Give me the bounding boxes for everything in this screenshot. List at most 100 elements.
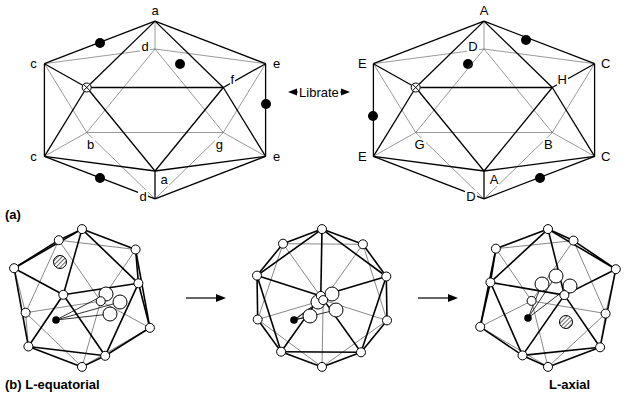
hatched-atom xyxy=(54,256,67,269)
front-edge xyxy=(257,276,281,352)
vertex-label: d xyxy=(140,40,149,53)
vertex-label: A xyxy=(479,4,490,17)
icosahedron xyxy=(476,225,621,372)
front-edge xyxy=(14,268,28,346)
front-edge xyxy=(484,88,552,172)
step-arrow-line xyxy=(186,297,218,298)
atom-dot xyxy=(175,59,185,69)
crossed-atom xyxy=(82,83,91,92)
front-edge xyxy=(28,295,63,347)
back-edge xyxy=(484,21,485,49)
bond-line xyxy=(56,314,110,320)
front-edge xyxy=(28,347,105,356)
front-edge xyxy=(155,88,223,172)
vertex-label: C xyxy=(600,57,611,70)
ligand-atom xyxy=(113,295,127,309)
front-edge xyxy=(87,21,155,87)
front-edge xyxy=(154,171,155,199)
vertex-atom xyxy=(54,236,63,245)
front-edge xyxy=(594,64,595,157)
arrow-head xyxy=(288,89,297,96)
vertex-label: E xyxy=(357,57,368,70)
front-edge xyxy=(136,250,150,328)
panel-label: (a) xyxy=(4,208,22,221)
back-edge xyxy=(484,49,552,133)
icosahedron xyxy=(253,225,392,372)
front-edge xyxy=(600,269,616,347)
vertex-atom xyxy=(358,240,367,249)
front-edge xyxy=(574,241,616,270)
back-edge xyxy=(258,320,322,367)
vertex-atom xyxy=(131,245,140,254)
vertex-atom xyxy=(544,225,553,234)
back-edge xyxy=(82,301,101,367)
front-edge xyxy=(82,229,138,283)
front-edge xyxy=(484,21,552,87)
vertex-label: E xyxy=(357,150,368,163)
vertex-label: a xyxy=(150,4,159,17)
front-edge xyxy=(44,21,155,64)
back-edge xyxy=(26,313,82,367)
vertex-atom xyxy=(78,225,87,234)
metal-atom xyxy=(524,314,532,322)
front-edge xyxy=(155,21,266,64)
front-edge xyxy=(416,21,484,87)
vertex-atom xyxy=(10,264,19,273)
back-edge xyxy=(283,243,363,245)
front-edge xyxy=(552,64,594,88)
back-edge xyxy=(532,301,548,367)
bond-line xyxy=(528,276,556,318)
ligand-atom xyxy=(103,307,117,321)
vertex-atom xyxy=(319,296,328,305)
metal-atom xyxy=(52,316,60,324)
front-edge xyxy=(138,283,150,328)
vertex-atom xyxy=(544,362,553,371)
front-edge xyxy=(361,277,386,353)
vertex-atom xyxy=(318,362,327,371)
vertex-label: a xyxy=(159,173,168,186)
step-arrow-line xyxy=(418,297,450,298)
front-edge xyxy=(321,296,361,352)
front-edge xyxy=(523,347,601,355)
back-edge xyxy=(44,133,86,157)
vertex-label: G xyxy=(414,138,426,151)
vertex-atom xyxy=(24,342,33,351)
front-edge xyxy=(322,229,386,276)
front-edge xyxy=(484,156,595,199)
static-art xyxy=(95,35,545,302)
front-edge xyxy=(155,156,266,199)
cross-mark xyxy=(84,84,90,90)
vertex-label: B xyxy=(543,138,554,151)
front-edge xyxy=(373,156,484,171)
front-edge xyxy=(281,351,361,353)
vertex-atom xyxy=(101,351,110,360)
vertex-label: c xyxy=(29,57,38,70)
back-edge xyxy=(322,300,323,367)
vertex-atom xyxy=(253,315,262,324)
front-edge xyxy=(480,282,490,326)
vertex-atom xyxy=(145,323,154,332)
back-edge xyxy=(87,132,224,133)
cross-mark xyxy=(84,84,90,90)
bond-line xyxy=(528,286,570,318)
front-edge xyxy=(373,21,484,64)
front-edge xyxy=(484,156,595,171)
front-edge xyxy=(257,276,321,296)
vertex-atom xyxy=(611,265,620,274)
ligand-atom xyxy=(549,269,563,283)
front-edge xyxy=(416,88,484,172)
arrow-head xyxy=(448,294,458,302)
front-edge xyxy=(373,64,374,157)
vertex-label: c xyxy=(29,150,38,163)
crossed-atom xyxy=(411,83,420,92)
back-edge xyxy=(87,49,155,133)
back-edge xyxy=(155,49,266,64)
front-edge xyxy=(14,229,82,268)
back-edge xyxy=(258,244,283,320)
front-edge xyxy=(484,21,595,64)
vertex-atom xyxy=(318,225,327,234)
back-edge xyxy=(87,133,155,199)
icosahedron xyxy=(373,21,594,199)
vertex-label: e xyxy=(272,57,281,70)
